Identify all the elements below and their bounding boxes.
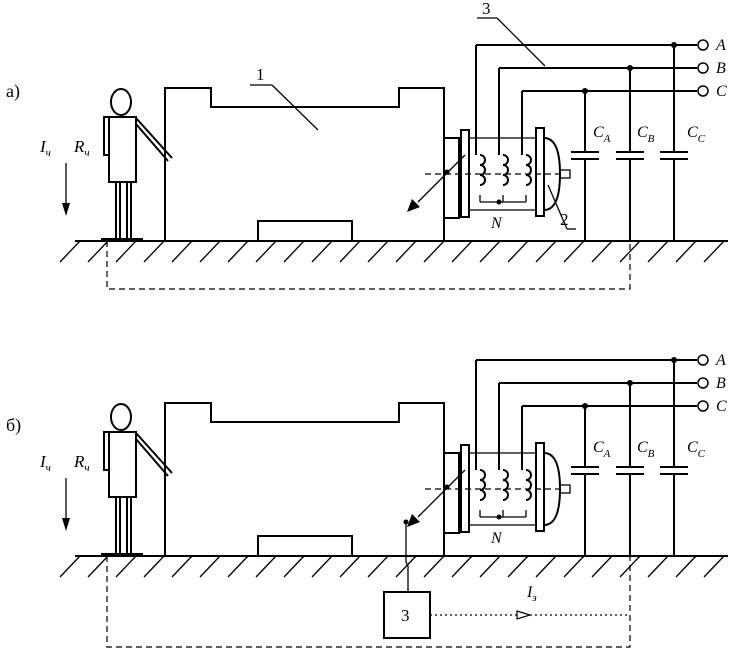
cap-label-b: CB [637, 124, 655, 145]
return-path-a [106, 241, 631, 290]
panel-b: б) Iч Rч [6, 352, 728, 648]
phase-label-a-b: A [715, 352, 726, 369]
phase-label-c-b: C [716, 398, 727, 415]
grounding-electrode: 3 [383, 522, 431, 639]
fault-current-arrow [516, 610, 533, 620]
panel-b-letter: б) [6, 415, 21, 436]
neutral-label-b: N [490, 530, 503, 547]
equipment-housing-b [164, 402, 445, 557]
current-label-b: Iч [39, 452, 51, 474]
grounding-box-label: 3 [401, 606, 410, 625]
cap-label-c: CC [687, 124, 706, 145]
person-a [101, 88, 173, 240]
panel-a: а) Iч Rч [6, 0, 728, 290]
svg-text:2: 2 [560, 210, 569, 229]
cap-label-c-b: CC [687, 439, 706, 460]
phase-label-a: A [715, 37, 726, 54]
callout-2: 2 [547, 184, 576, 230]
phase-label-b-b: B [716, 375, 726, 392]
cap-label-b-b: CB [637, 439, 655, 460]
callout-3: 3 [477, 0, 546, 67]
ground-b [59, 555, 728, 578]
fault-arrow-a [407, 154, 466, 212]
phase-label-b: B [716, 60, 726, 77]
current-arrow-a [62, 163, 70, 216]
equipment-housing-a [164, 87, 445, 242]
callout-1: 1 [250, 65, 319, 131]
current-arrow-b [62, 478, 70, 531]
resistance-label-b: Rч [73, 452, 90, 474]
current-label-a: Iч [39, 137, 51, 159]
ground-a [59, 240, 728, 263]
resistance-label-a: Rч [73, 137, 90, 159]
person-b [101, 403, 173, 555]
capacitors-b [571, 360, 688, 556]
cap-label-a: CA [593, 124, 611, 145]
cap-label-a-b: CA [593, 439, 611, 460]
fault-arrow-b [403, 469, 466, 527]
neutral-label-a: N [490, 215, 503, 232]
svg-text:1: 1 [256, 65, 265, 84]
capacitors-a [571, 45, 688, 241]
return-path-b [106, 556, 631, 648]
svg-text:3: 3 [482, 0, 491, 18]
panel-a-letter: а) [6, 81, 20, 102]
phase-label-c: C [716, 83, 727, 100]
fault-current-label: Iз [526, 584, 537, 604]
phase-lines-b [475, 354, 709, 470]
motor-a [425, 127, 571, 219]
